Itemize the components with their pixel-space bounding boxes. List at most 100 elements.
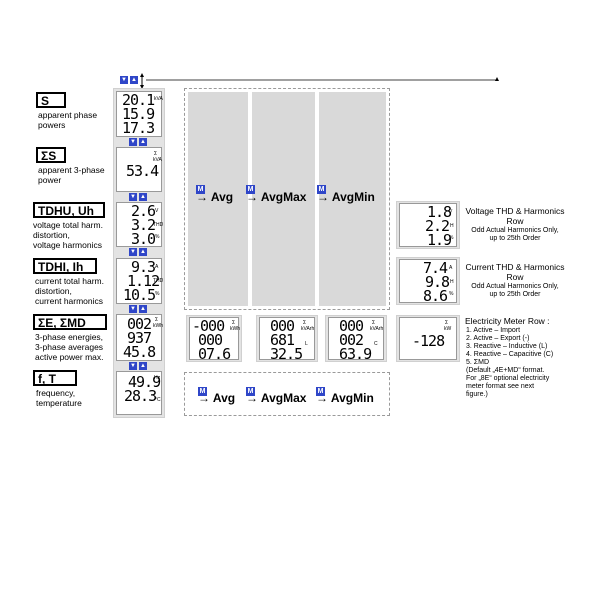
row-desc-thdu: voltage total harm.distortion,voltage ha… [33, 220, 103, 250]
lcd-value: 000 [339, 317, 364, 335]
row-label-sum-s: ΣS [36, 147, 66, 163]
lcd-unit: A [155, 264, 159, 270]
lcd-value: 000 [198, 331, 223, 349]
lcd-value: 8.6 [423, 287, 448, 305]
lcd-value: 3.2 [131, 216, 156, 234]
lcd-thdi: 9.3 1.12 10.5 A THD % [116, 258, 163, 304]
lcd-unit: % [449, 291, 454, 297]
m-button[interactable]: M [316, 387, 325, 396]
timeline-arrows [140, 73, 499, 89]
m-button[interactable]: M [246, 387, 255, 396]
avg-region-lower [184, 372, 390, 416]
nav-down-button[interactable]: ▼ [129, 193, 137, 201]
avg-column [188, 92, 248, 306]
lcd-value: 1.9 [427, 231, 452, 249]
lcd-value: 000 [270, 317, 295, 335]
lcd-unit: H [450, 223, 454, 229]
lcd-unit: kVA [153, 157, 162, 163]
lcd-unit: V [155, 208, 159, 214]
flow-avgmin-lower: → AvgMin [316, 391, 374, 405]
lcd-unit: % [449, 235, 454, 241]
row-desc-thdi: current total harm.distortion,current ha… [35, 276, 104, 306]
lcd-value: 63.9 [339, 345, 372, 363]
lcd-energy-capacitive: 000 002 63.9 Σ kVArh C [328, 317, 384, 363]
lcd-unit: kVArh [301, 326, 315, 332]
nav-up-button[interactable]: ▲ [139, 362, 147, 370]
lcd-unit: Σ [303, 320, 307, 326]
lcd-value: 49.9 [128, 373, 161, 391]
avg-region [184, 88, 390, 310]
lcd-unit: kWh [230, 326, 240, 332]
lcd-value: 28.3 [124, 387, 157, 405]
nav-down-button[interactable]: ▼ [120, 76, 128, 84]
avgmax-column [252, 92, 315, 306]
lcd-value: 17.3 [122, 119, 155, 137]
nav-down-button[interactable]: ▼ [129, 138, 137, 146]
nav-up-button[interactable]: ▲ [139, 193, 147, 201]
lcd-value: -128 [412, 332, 445, 350]
lcd-value: 07.6 [198, 345, 231, 363]
lcd-value: 937 [127, 329, 152, 347]
lcd-unit: % [155, 234, 160, 240]
lcd-unit: kW [444, 326, 452, 332]
nav-down-button[interactable]: ▼ [129, 362, 137, 370]
row-label-s: S [36, 92, 66, 108]
lcd-value: 9.3 [131, 258, 156, 276]
lcd-harm-i: 7.4 9.8 8.6 A H % [399, 259, 457, 305]
lcd-value: 1.12 [127, 272, 160, 290]
lcd-value: 15.9 [122, 105, 155, 123]
m-button[interactable]: M [246, 185, 255, 194]
nav-down-button[interactable]: ▼ [129, 248, 137, 256]
m-button[interactable]: M [198, 387, 207, 396]
lcd-energy-export: -000 000 07.6 Σ kWh [189, 317, 240, 363]
lcd-unit: Σ [372, 320, 376, 326]
lcd-unit: Σ [154, 151, 158, 157]
lcd-unit: H [450, 279, 454, 285]
lcd-value: 681 [270, 331, 295, 349]
nav-up-button[interactable]: ▲ [130, 76, 138, 84]
m-button[interactable]: M [196, 185, 205, 194]
nav-down-button[interactable]: ▼ [129, 305, 137, 313]
lcd-s: 20.1 15.9 17.3 kVA [116, 91, 163, 137]
lcd-value: 3.0 [131, 230, 156, 248]
nav-up-button[interactable]: ▲ [139, 305, 147, 313]
lcd-value: 10.5 [123, 286, 156, 304]
row-label-ft: f, T [33, 370, 77, 386]
meter-list: 1. Active – Import 2. Active – Export (-… [466, 327, 554, 398]
lcd-unit: kVA [154, 96, 163, 102]
row-label-energy: ΣE, ΣMD [33, 314, 107, 330]
lcd-value: 7.4 [423, 259, 448, 277]
lcd-value: 2.2 [425, 217, 450, 235]
flow-avgmax: → AvgMax [246, 190, 307, 204]
nav-up-button[interactable]: ▲ [139, 248, 147, 256]
row-label-thdu: TDHU, Uh [33, 202, 105, 218]
lcd-value: 2.6 [131, 202, 156, 220]
row-label-thdi: TDHI, Ih [33, 258, 97, 274]
lcd-value: 002 [127, 315, 152, 333]
lcd-unit: L [305, 341, 308, 347]
lcd-energy-md: -128 Σ kW [399, 317, 457, 360]
flow-avg-lower: → Avg [198, 391, 236, 405]
lcd-energy: 002 937 45.8 Σ kWh [116, 314, 163, 361]
lcd-value: 53.4 [126, 162, 159, 180]
lcd-unit: Hz [154, 375, 161, 381]
lcd-value: 9.8 [425, 273, 450, 291]
flow-avgmax-lower: → AvgMax [246, 391, 307, 405]
lcd-sum-s: 53.4 Σ kVA [116, 147, 162, 192]
lcd-value: 1.8 [427, 203, 452, 221]
flow-avgmin: → AvgMin [317, 190, 375, 204]
lcd-ft: 49.9 28.3 Hz °C [116, 371, 162, 415]
lcd-unit: kVArh [370, 326, 384, 332]
meter-title: Electricity Meter Row : [465, 316, 550, 326]
row-desc-ft: frequency,temperature [36, 388, 82, 408]
lcd-value: 32.5 [270, 345, 303, 363]
nav-up-button[interactable]: ▲ [139, 138, 147, 146]
lcd-value: 45.8 [123, 343, 156, 361]
avgmin-column [319, 92, 386, 306]
m-button[interactable]: M [317, 185, 326, 194]
lcd-unit: C [374, 341, 378, 347]
